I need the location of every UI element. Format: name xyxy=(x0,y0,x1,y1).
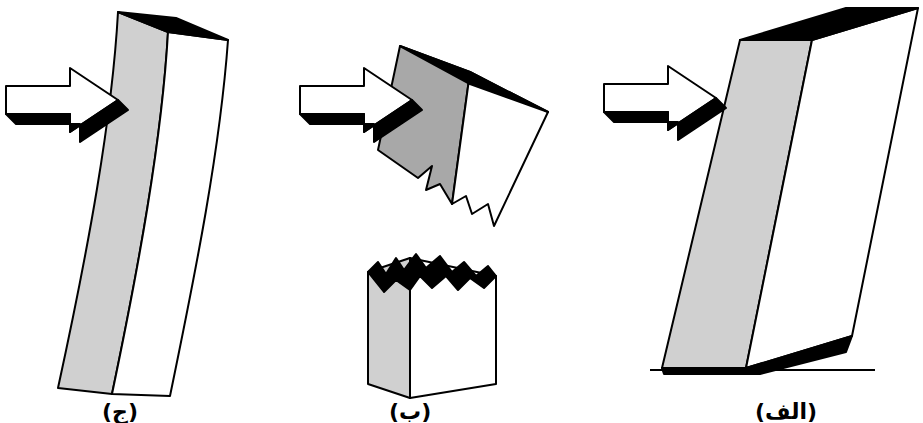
tilted-block xyxy=(650,8,918,374)
force-arrow xyxy=(300,68,422,142)
bent-column xyxy=(58,12,228,396)
figure-label: (الف) xyxy=(755,399,817,423)
figure-label: (ب) xyxy=(389,399,431,423)
force-arrow xyxy=(604,66,726,140)
figure-label: (ج) xyxy=(102,399,138,423)
force-arrow xyxy=(6,68,128,142)
